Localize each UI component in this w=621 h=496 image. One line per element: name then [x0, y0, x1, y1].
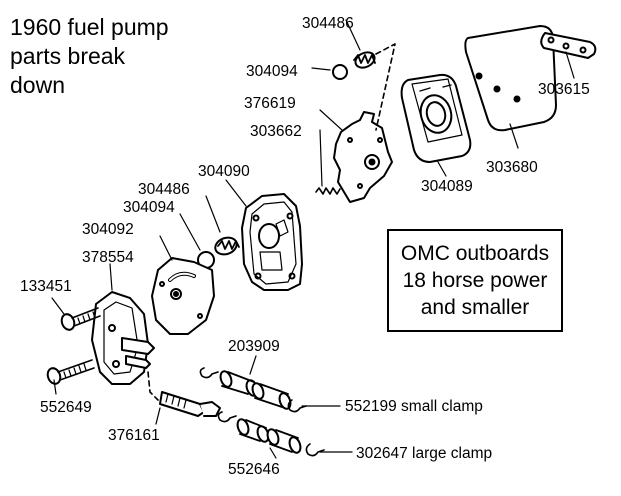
info-line-2: 18 horse power — [402, 269, 548, 292]
part-304094-ball-top — [332, 64, 348, 80]
part-304092-gasket — [151, 257, 215, 335]
label-303680: 303680 — [486, 159, 538, 176]
part-378554-cover — [91, 291, 155, 385]
label-304094-mid: 304094 — [123, 199, 175, 216]
title-line-3: down — [10, 72, 65, 98]
label-552649: 552649 — [40, 399, 92, 416]
part-304486-spring-top — [353, 51, 376, 69]
part-304486-spring-mid — [214, 236, 240, 256]
part-552649-screw — [46, 359, 95, 385]
label-302647-large-clamp: 302647 large clamp — [356, 445, 492, 462]
part-303615-plate — [540, 32, 597, 59]
label-303662: 303662 — [250, 123, 302, 140]
part-303680-gasket — [464, 25, 557, 132]
label-203909: 203909 — [228, 338, 280, 355]
part-552199-small-clamp — [199, 367, 307, 413]
label-552646: 552646 — [228, 461, 280, 478]
part-304090-body — [241, 193, 303, 291]
info-line-1: OMC outboards — [400, 242, 550, 265]
label-304486-mid: 304486 — [138, 181, 190, 198]
label-133451: 133451 — [20, 278, 72, 295]
info-box: OMC outboards 18 horse power and smaller — [387, 229, 563, 332]
leader-lines — [51, 19, 575, 459]
label-376161: 376161 — [108, 427, 160, 444]
title-line-2: parts break — [10, 43, 126, 69]
label-304092: 304092 — [82, 221, 134, 238]
label-552199-small-clamp: 552199 small clamp — [345, 398, 483, 415]
part-302647-large-clamp — [217, 411, 325, 457]
label-303615: 303615 — [538, 81, 590, 98]
part-133451-screw — [60, 307, 101, 331]
label-378554: 378554 — [82, 249, 134, 266]
label-304090: 304090 — [198, 163, 250, 180]
label-376619: 376619 — [244, 95, 296, 112]
part-304089-cover — [400, 73, 472, 163]
info-line-3: and smaller — [420, 296, 530, 319]
label-304089: 304089 — [421, 178, 473, 195]
diagram-title: 1960 fuel pump parts break down — [10, 13, 230, 100]
title-line-1: 1960 fuel pump — [10, 14, 169, 40]
part-376161-fitting — [159, 391, 221, 417]
part-376619-diaphragm — [333, 111, 393, 203]
part-552646-hose — [236, 418, 302, 454]
label-304486-top: 304486 — [302, 15, 354, 32]
part-303662-spring — [315, 187, 341, 195]
part-203909-hose — [219, 370, 292, 410]
label-304094-top: 304094 — [246, 63, 298, 80]
